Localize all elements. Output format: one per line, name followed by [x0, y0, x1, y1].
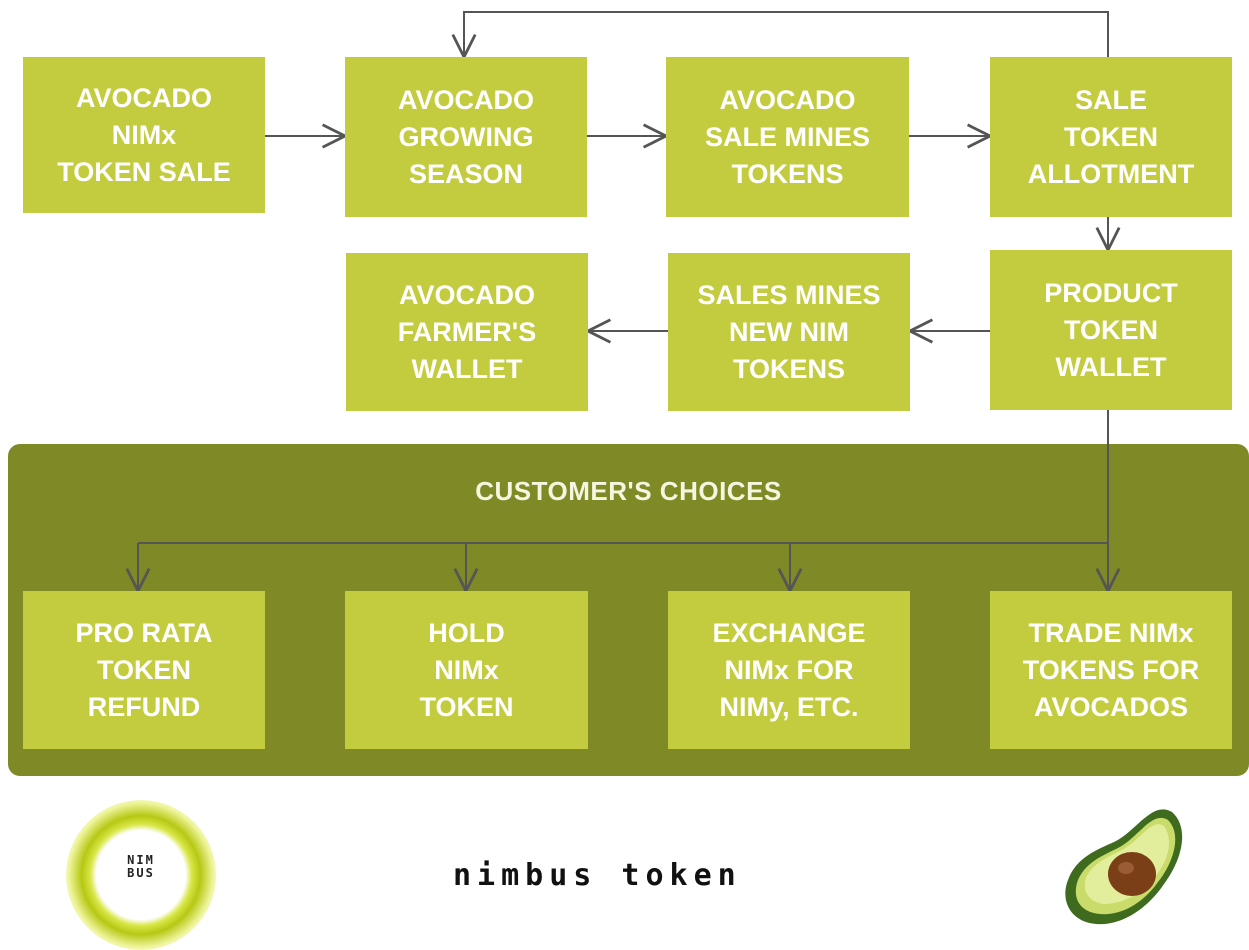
avocado-icon: [1065, 809, 1183, 925]
nimbus-logo-text: NIM BUS: [127, 853, 155, 880]
nimbus-logo-icon: [66, 800, 216, 950]
brand-name: nimbus token: [453, 858, 742, 893]
customer-choices-title: CUSTOMER'S CHOICES: [475, 476, 782, 506]
arrow-loop-back: [464, 11, 1109, 57]
